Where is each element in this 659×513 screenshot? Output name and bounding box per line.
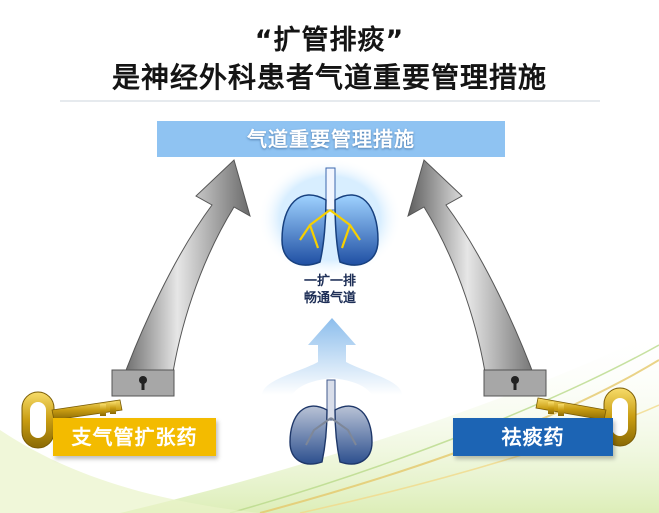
lung-caption-line-2: 畅通气道 xyxy=(303,291,356,306)
bronchodilator-box: 支气管扩张药 xyxy=(53,418,216,456)
healthy-lungs-icon xyxy=(258,158,402,278)
lung-caption-line-1: 一扩一排 xyxy=(303,274,356,289)
left-gold-key-icon xyxy=(21,391,123,449)
expectorant-box: 祛痰药 xyxy=(453,418,613,456)
lung-caption: 一扩一排 畅通气道 xyxy=(270,273,390,307)
left-keyhole-icon xyxy=(139,376,147,384)
up-flow-arrow xyxy=(262,318,402,395)
title-line-2: 是神经外科患者气道重要管理措施 xyxy=(111,61,547,94)
header-box: 气道重要管理措施 xyxy=(157,121,505,157)
left-curved-arrow xyxy=(111,159,251,397)
title-line-1: “扩管排痰” xyxy=(254,25,405,56)
right-curved-arrow xyxy=(407,159,547,397)
right-keyhole-icon xyxy=(511,376,519,384)
congested-lungs-icon xyxy=(289,379,373,465)
